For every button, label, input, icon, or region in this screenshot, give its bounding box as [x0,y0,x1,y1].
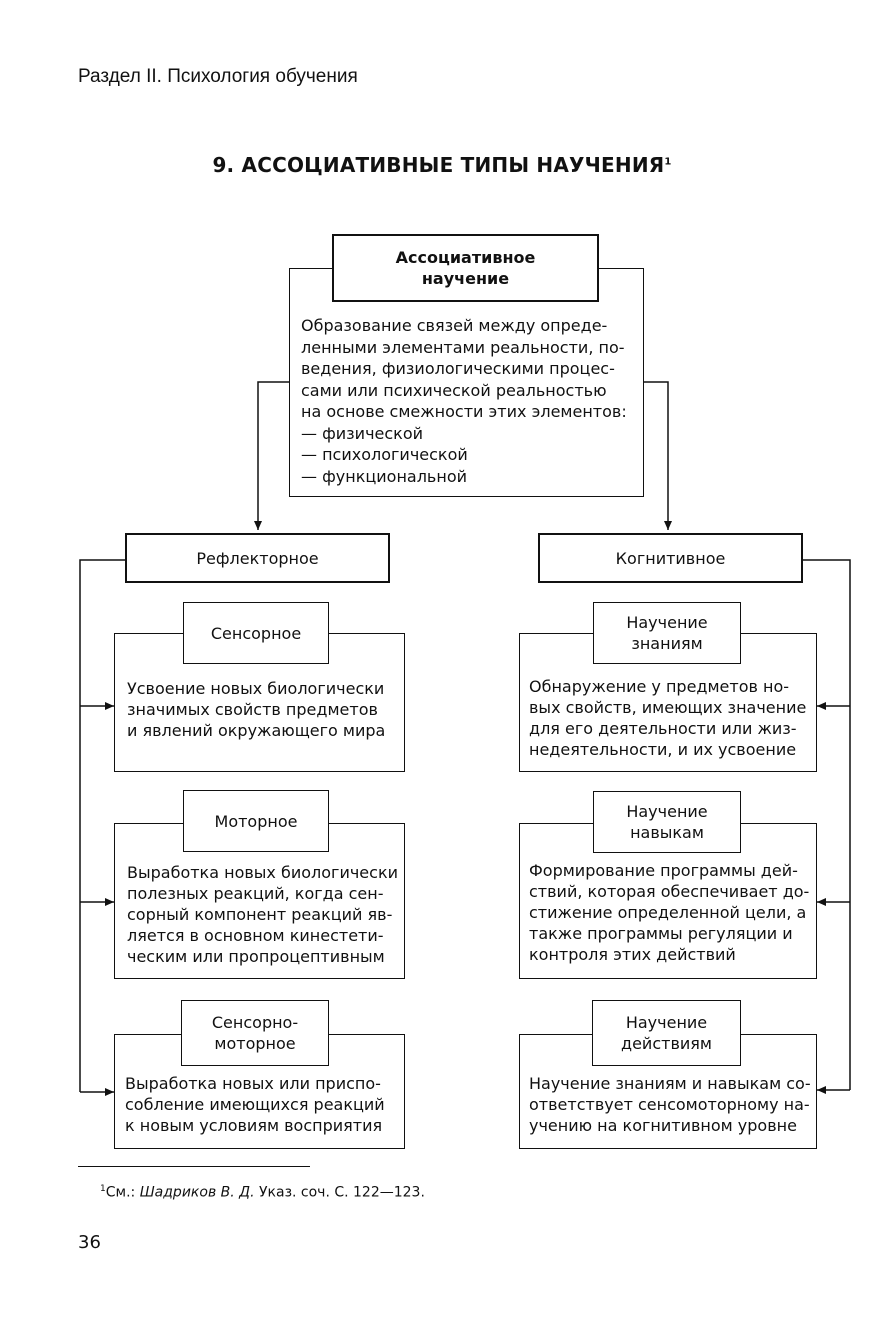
sensorimotor-desc-line: Выработка новых или приспо- [125,1074,381,1093]
sensorimotor-title-box: Сенсорно-моторное [181,1000,329,1066]
knowledge-desc-line: Обнаружение у предметов но- [529,677,790,696]
skills-desc-line: контроля этих действий [529,945,736,964]
actions-title-box: Научение действиям [592,1000,741,1066]
actions-desc-line: Научение знаниям и навыкам со- [529,1074,811,1093]
skills-title-box: Научение навыкам [593,791,741,853]
root-title-box: Ассоциативное научение [332,234,599,302]
page-title: 9. АССОЦИАТИВНЫЕ ТИПЫ НАУЧЕНИЯ1 [0,153,884,177]
motor-desc-line: ляется в основном кинестети- [127,926,384,945]
root-desc-line: — психологической [301,445,468,464]
skills-desc-line: Формирование программы дей- [529,861,798,880]
root-desc-line: ленными элементами реальности, по- [301,337,625,357]
connector-reflex-bus [79,559,125,1092]
sensory-desc-line: Усвоение новых биологически [127,679,385,698]
skills-desc-line: также программы регуляции и [529,924,793,943]
root-desc-line: сами или психической реальностью [301,380,607,400]
motor-desc-line: ческим или пропроцептивным [127,947,385,966]
connector-root-to-cognitive [643,381,672,530]
skills-desc-line: стижение определенной цели, а [529,903,807,922]
footnote: 1См.: Шадриков В. Д. Указ. соч. С. 122—1… [100,1184,425,1201]
cognitive-title-box: Когнитивное [538,533,803,583]
actions-desc-line: ответствует сенсомоторному на- [529,1095,810,1114]
motor-title-box: Моторное [183,790,329,852]
sensorimotor-desc-line: к новым условиям восприятия [125,1116,383,1135]
footnote-author: Шадриков В. Д. [139,1184,255,1201]
sensory-title-box: Сенсорное [183,602,329,664]
root-desc-line: Образование связей между опреде- [301,316,608,335]
connector-cognitive-bus [803,559,851,1090]
root-desc-line: на основе смежности этих элементов: [301,402,627,421]
motor-desc-line: Выработка новых биологически [127,863,398,882]
footnote-divider [78,1166,310,1167]
motor-desc-line: полезных реакций, когда сен- [127,884,384,903]
sensorimotor-desc-line: собление имеющихся реакций [125,1095,385,1114]
motor-desc-line: сорный компонент реакций яв- [127,905,393,924]
root-desc-line: ведения, физиологическими процес- [301,359,615,378]
connector-root-to-reflex [254,381,290,530]
page-number: 36 [78,1232,101,1253]
footnote-text: Указ. соч. С. 122—123. [254,1184,425,1201]
page-title-text: 9. АССОЦИАТИВНЫЕ ТИПЫ НАУЧЕНИЯ [212,153,665,177]
root-desc-line: — функциональной [301,466,468,486]
footnote-ref: 1 [100,1184,106,1194]
footnote-prefix: См.: [105,1184,140,1201]
sensory-desc-line: и явлений окружающего мира [127,721,386,740]
actions-desc-line: учению на когнитивном уровне [529,1116,797,1135]
section-header: Раздел II. Психология обучения [78,66,358,87]
root-description-box: Образование связей между опреде- ленными… [289,268,644,497]
sensory-description-box: Усвоение новых биологически значимых сво… [114,633,405,772]
knowledge-desc-line: вых свойств, имеющих значение [529,698,807,717]
reflex-title-box: Рефлекторное [125,533,390,583]
root-desc-line: — физической [301,423,424,443]
knowledge-desc-line: недеятельности, и их усвоение [529,740,797,759]
knowledge-title-box: Научение знаниям [593,602,741,664]
knowledge-desc-line: для его деятельности или жиз- [529,719,797,738]
skills-desc-line: ствий, которая обеспечивает до- [529,882,810,901]
sensory-desc-line: значимых свойств предметов [127,700,378,719]
title-footnote-ref: 1 [664,156,672,168]
